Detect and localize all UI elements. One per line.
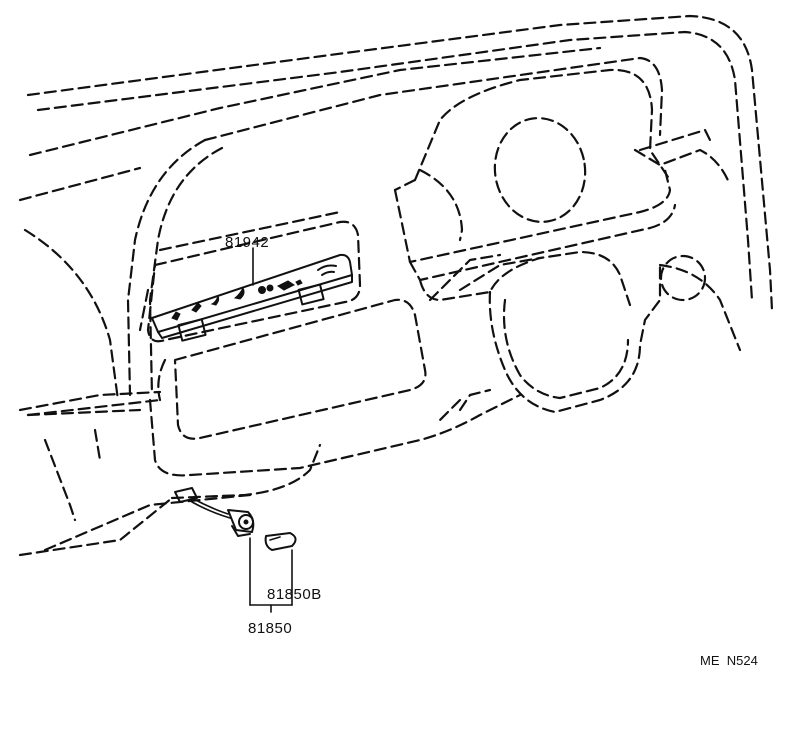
- instrument-cluster: [393, 117, 732, 282]
- panel-icons: [171, 264, 337, 321]
- dashboard-left-pillar: [18, 228, 252, 557]
- drawing-code: ME N524: [700, 653, 758, 668]
- lower-dash-contour: [26, 393, 522, 500]
- steering-column-shroud: [418, 250, 742, 422]
- bulb: [264, 532, 297, 551]
- control-panel-bezel: [138, 210, 362, 343]
- heater-control-panel: [151, 253, 353, 342]
- dashboard-outline: [18, 14, 774, 397]
- part-label-81942: 81942: [225, 234, 269, 251]
- part-label-81850: 81850: [248, 620, 292, 637]
- center-vent-outline: [157, 298, 427, 440]
- part-label-81850b: 81850B: [267, 586, 322, 603]
- leader-lines: [249, 247, 293, 613]
- bulb-socket-assembly: [174, 487, 255, 537]
